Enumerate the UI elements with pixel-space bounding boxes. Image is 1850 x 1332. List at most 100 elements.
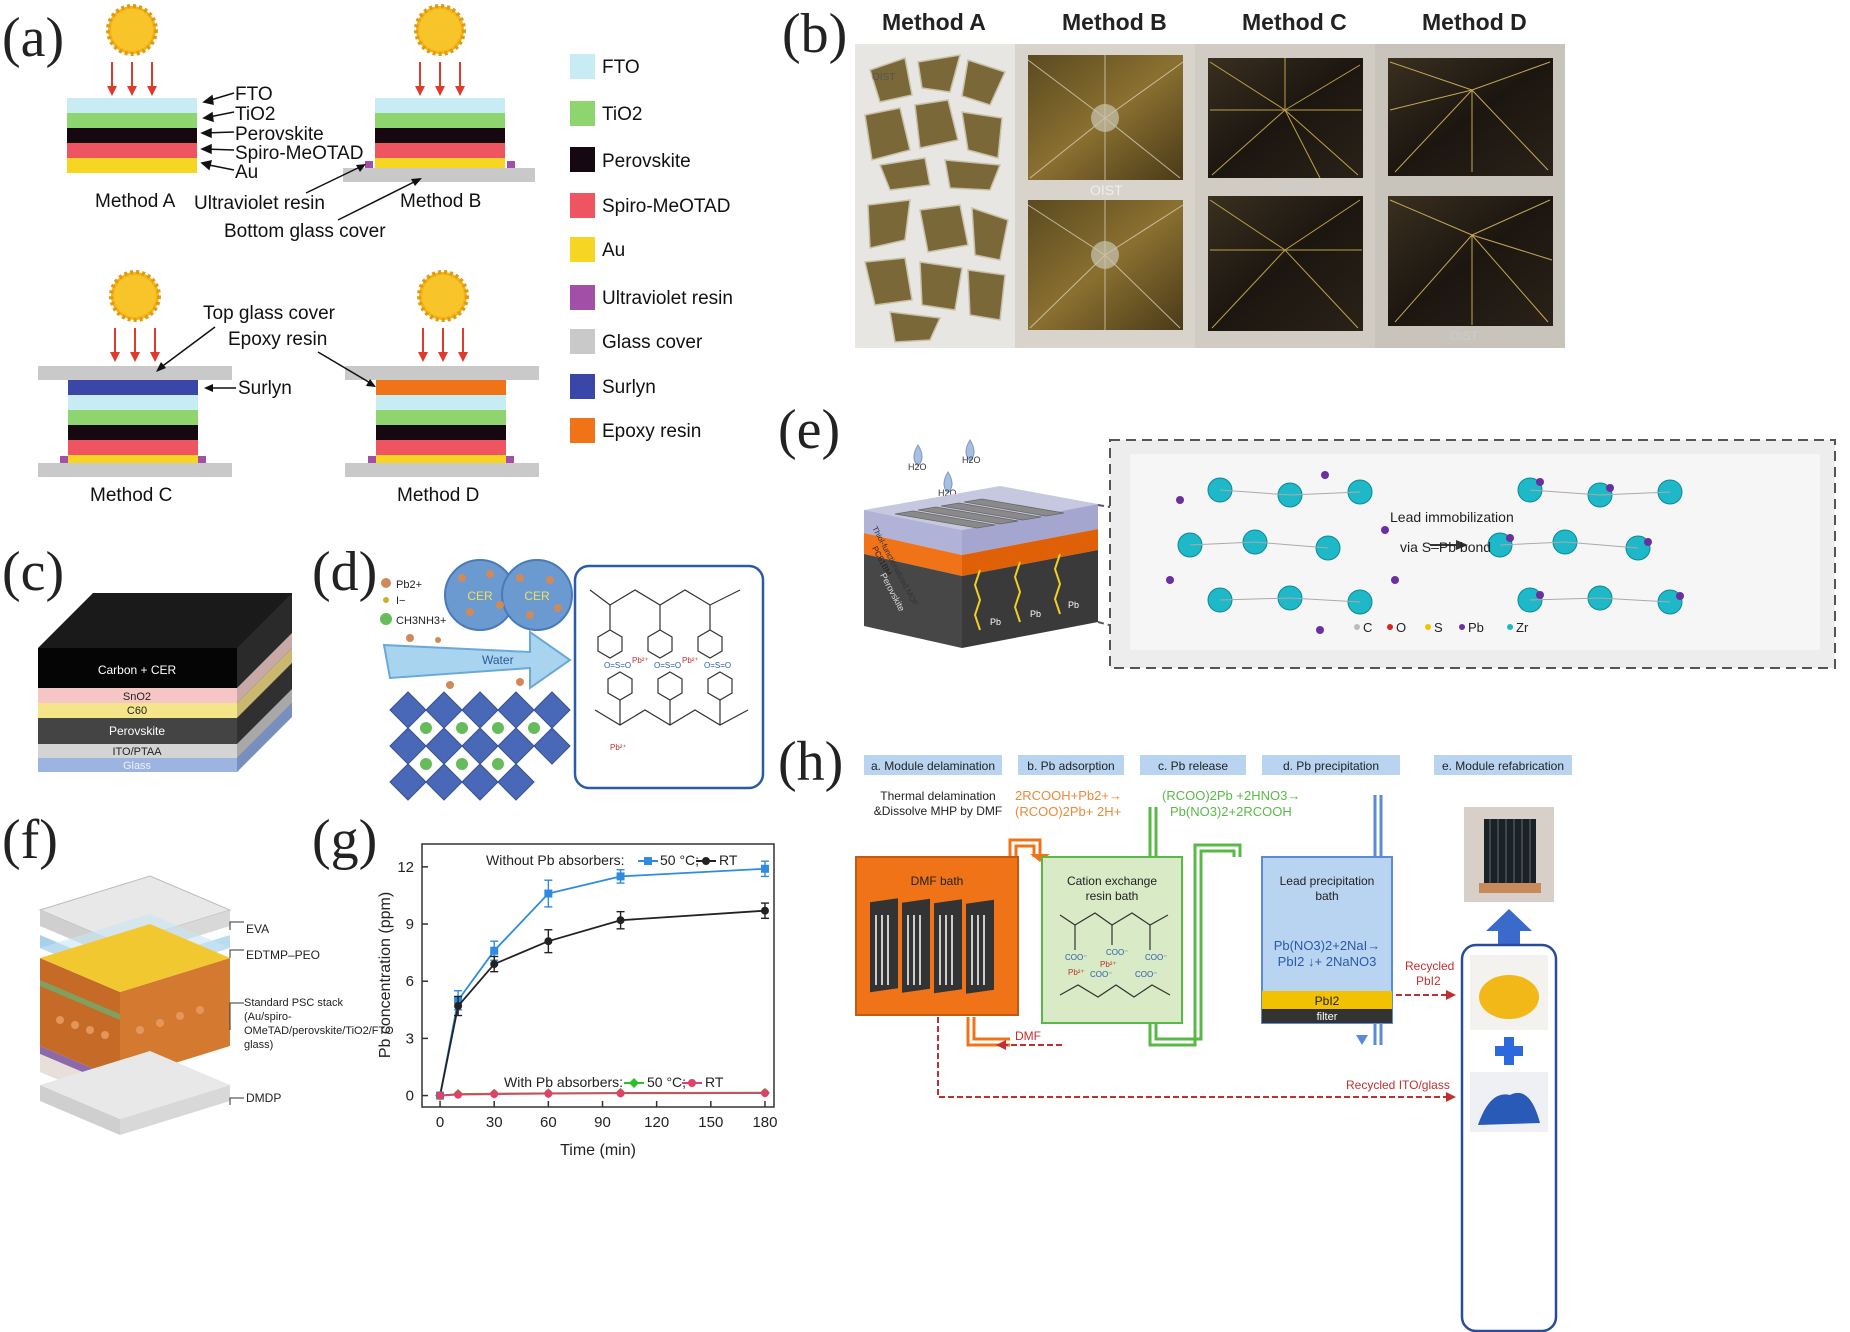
panel-e-label: (e) [778, 399, 841, 461]
legend-surlyn: Surlyn [602, 377, 656, 398]
series-line-0 [439, 867, 766, 1096]
data-point [616, 1089, 625, 1098]
svg-text:Pb²⁺: Pb²⁺ [1100, 960, 1117, 969]
method-c-caption: Method C [90, 485, 172, 506]
panel-a-label: (a) [2, 7, 65, 69]
sun-icon [417, 270, 469, 322]
step-d-header: d. Pb precipitation [1283, 759, 1379, 773]
svg-text:COO⁻: COO⁻ [1145, 953, 1167, 962]
dmf-bath-label: DMF bath [911, 874, 964, 888]
lead-bath-label: bath [1315, 889, 1338, 903]
lead-reaction: Pb(NO3)2+2NaI→ [1274, 938, 1381, 953]
step-c-text: (RCOO)2Pb +2HNO3→ [1162, 788, 1300, 803]
legend-c: C [1363, 620, 1372, 635]
panel-c-label: (c) [2, 541, 65, 603]
data-point [490, 946, 499, 955]
data-point [436, 1091, 445, 1100]
legend-glass-cover: Glass cover [602, 332, 703, 353]
panel-d-diagram: Pb2+ I− CH3NH3+ CER CER Water [380, 559, 765, 801]
svg-text:COO⁻: COO⁻ [1090, 970, 1112, 979]
legend-tio2: TiO2 [602, 104, 642, 125]
legend-top-rt: RT [719, 852, 738, 868]
panel-e-diagram: H2O H2O H2O Pb Pb Pb Thiol-functionalize… [864, 439, 1836, 669]
x-tick-label: 150 [698, 1114, 723, 1131]
series-line-1 [439, 909, 766, 1096]
y-axis-title: Pb concentration (ppm) [377, 892, 394, 1058]
method-a-header: Method A [882, 9, 986, 35]
svg-text:COO⁻: COO⁻ [1065, 953, 1087, 962]
step-a-text: Thermal delamination [880, 789, 995, 803]
data-point [544, 889, 553, 898]
method-c-header: Method C [1242, 9, 1347, 35]
data-point [616, 916, 625, 925]
method-d-stack [376, 395, 506, 470]
data-point [616, 872, 625, 881]
pbi2-layer [1262, 991, 1392, 1009]
up-arrow-icon [1486, 909, 1532, 945]
recycled-pbi2-label: PbI2 [1416, 974, 1441, 988]
water-arrow-icon [382, 630, 572, 690]
data-point [490, 960, 499, 969]
eva-label: EVA [246, 922, 269, 936]
legend-ch3nh3: CH3NH3+ [396, 615, 446, 627]
bottom-glass-label: Bottom glass cover [224, 221, 386, 242]
step-e-header: e. Module refabrication [1442, 759, 1564, 773]
x-tick-label: 60 [540, 1114, 557, 1131]
edtmp-peo-label: EDTMP–PEO [246, 948, 320, 962]
legend-top-50c: 50 °C; [660, 852, 699, 868]
method-d-caption: Method D [397, 485, 479, 506]
step-c-header: c. Pb release [1158, 759, 1228, 773]
recycled-ito-label: Recycled ITO/glass [1346, 1078, 1450, 1092]
layer-label-fto: FTO [235, 84, 273, 105]
layer-label-spiro: Spiro-MeOTAD [235, 143, 363, 164]
uv-resin-label: Ultraviolet resin [194, 193, 325, 214]
panel-f-diagram: EVA EDTMP–PEO Standard PSC stack (Au/spi… [38, 875, 394, 1135]
sun-icon [414, 4, 466, 56]
x-tick-label: 90 [594, 1114, 611, 1131]
svg-text:COO⁻: COO⁻ [1135, 970, 1157, 979]
cer-bath-label: resin bath [1086, 889, 1139, 903]
step-a-text: &Dissolve MHP by DMF [874, 804, 1002, 818]
lead-reaction: PbI2 ↓+ 2NaNO3 [1278, 954, 1377, 969]
method-a-caption: Method A [95, 191, 176, 212]
water-label: H2O [938, 488, 957, 498]
recycled-materials-box [1460, 943, 1558, 1332]
panel-d-label: (d) [312, 541, 378, 603]
perovskite-crystal [389, 691, 571, 801]
layer-glass: Glass [123, 760, 152, 772]
top-glass-label: Top glass cover [203, 303, 336, 324]
data-point [454, 1001, 463, 1010]
layer-sno2: SnO2 [123, 691, 151, 703]
legend-iodide: I− [396, 595, 405, 607]
recycled-pbi2-label: Recycled [1405, 959, 1454, 973]
data-point [760, 906, 769, 915]
layer-label-au: Au [235, 162, 258, 183]
arrow-bottom-label: via S–Pb bond [1400, 539, 1491, 555]
legend-uv-resin: Ultraviolet resin [602, 288, 733, 309]
method-b-header: Method B [1062, 9, 1167, 35]
layer-carbon-cer: Carbon + CER [98, 663, 177, 677]
psc-stack-label: Standard PSC stack (Au/spiro-OMeTAD/pero… [244, 997, 394, 1051]
plot-frame [421, 843, 775, 1108]
legend-s: S [1434, 620, 1443, 635]
data-point [760, 1089, 769, 1098]
filter-label: filter [1317, 1011, 1338, 1023]
y-tick-label: 3 [406, 1030, 414, 1047]
x-axis-title: Time (min) [560, 1142, 636, 1159]
panel-h-diagram: a. Module delamination b. Pb adsorption … [855, 755, 1572, 1332]
svg-text:Pb²⁺: Pb²⁺ [632, 656, 649, 665]
legend-pb2plus: Pb2+ [396, 579, 422, 591]
panel-a-legend: FTO TiO2 Perovskite Spiro-MeOTAD Au Ultr… [570, 54, 733, 443]
legend-top-title: Without Pb absorbers: [486, 852, 625, 868]
lead-bath-label: Lead precipitation [1280, 874, 1375, 888]
legend-zr: Zr [1516, 620, 1529, 635]
legend-au: Au [602, 240, 625, 261]
filter-layer [1262, 1009, 1392, 1023]
water-label: H2O [962, 455, 981, 465]
data-point [544, 937, 553, 946]
step-a-header: a. Module delamination [871, 759, 995, 773]
polymer-structure-box [573, 564, 765, 790]
svg-text:O=S=O: O=S=O [654, 661, 681, 670]
x-tick-label: 120 [644, 1114, 669, 1131]
